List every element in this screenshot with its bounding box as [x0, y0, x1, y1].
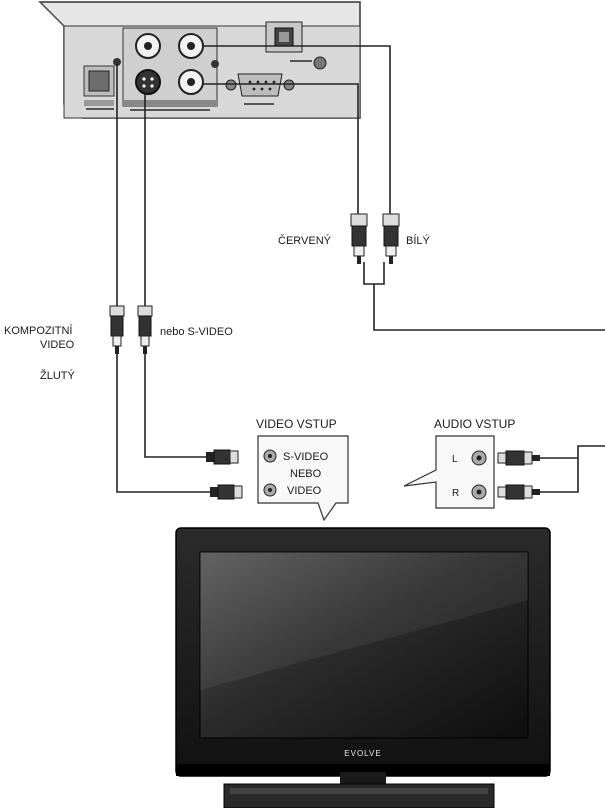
audio-input-title: AUDIO VSTUP — [434, 417, 515, 431]
label-red: ČERVENÝ — [278, 234, 332, 247]
audio-input-left: L — [452, 454, 458, 465]
svideo-cable-lower — [144, 352, 210, 458]
plug-svideo — [137, 305, 153, 354]
audio-cable-join — [363, 262, 605, 331]
label-video: VIDEO — [40, 339, 75, 351]
video-input-video: VIDEO — [287, 485, 322, 497]
cables — [116, 45, 605, 493]
video-input-nebo: NEBO — [290, 468, 322, 480]
video-input-title: VIDEO VSTUP — [256, 417, 337, 431]
audio-red-cable — [203, 83, 359, 218]
plug-red — [350, 213, 368, 264]
audio-input-right: R — [452, 488, 459, 499]
audio-to-tv-cable — [540, 445, 605, 493]
plug-composite-tv — [210, 484, 243, 500]
video-input-svideo: S-VIDEO — [283, 451, 329, 463]
tv-brand: EVOLVE — [344, 749, 381, 758]
audio-input-callout: AUDIO VSTUP L R — [403, 417, 515, 509]
label-white: BÍLÝ — [406, 234, 431, 247]
plug-svideo-tv — [206, 449, 239, 465]
plug-composite — [109, 305, 125, 354]
tv: EVOLVE — [175, 527, 551, 808]
set-top-box — [38, 1, 361, 119]
video-input-callout: VIDEO VSTUP S-VIDEO NEBO VIDEO — [256, 417, 349, 522]
plug-white — [382, 213, 400, 264]
label-composite: KOMPOZITNÍ — [4, 324, 73, 337]
label-yellow: ŽLUTÝ — [40, 369, 76, 382]
plug-audio-l — [497, 450, 540, 466]
label-nebo-svideo: nebo S-VIDEO — [160, 326, 233, 338]
plug-audio-r — [497, 484, 540, 500]
composite-cable-lower — [116, 352, 214, 493]
audio-white-cable — [203, 45, 391, 218]
